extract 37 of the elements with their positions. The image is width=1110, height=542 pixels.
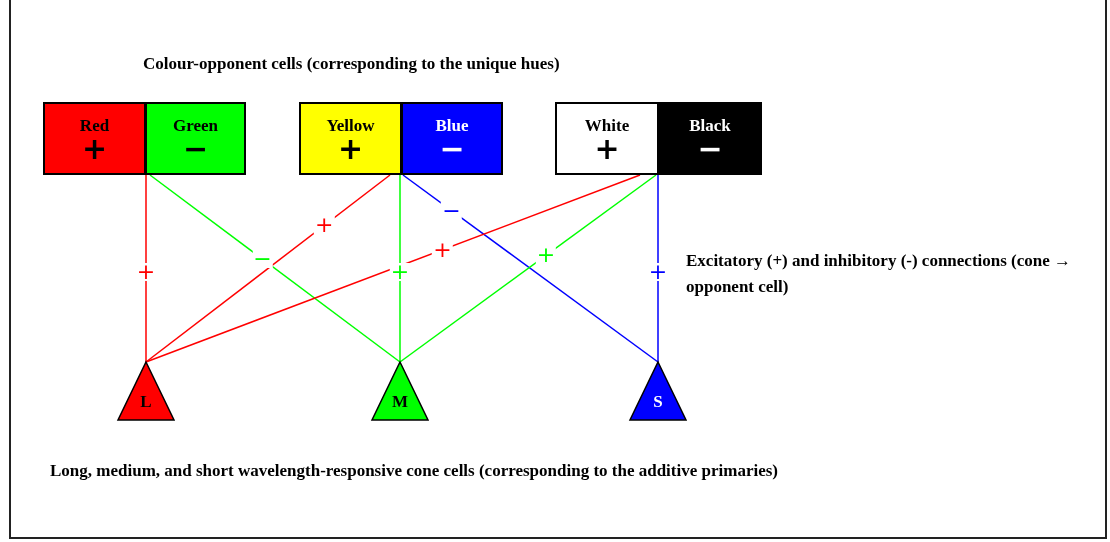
opponent-cell — [401, 102, 503, 175]
cone-triangle — [372, 362, 428, 420]
connection-line — [399, 174, 401, 363]
cone-label: M — [391, 392, 408, 412]
hue-label: Blue — [435, 115, 469, 136]
hue-label: Black — [689, 115, 731, 136]
edge-label: + — [389, 263, 411, 282]
connection-line — [145, 174, 147, 363]
cone-triangle — [118, 362, 174, 420]
edge-label: + — [535, 246, 557, 265]
opponent-cell — [555, 102, 659, 175]
opponent-cell — [299, 102, 402, 175]
opponent-cell — [43, 102, 146, 175]
sign-label: − — [697, 135, 723, 162]
hue-label: White — [584, 115, 630, 136]
sign-label: + — [594, 135, 620, 162]
sign-label: + — [337, 135, 364, 162]
sign-label: − — [182, 135, 209, 162]
sign-label: + — [81, 135, 108, 162]
opponent-cell — [658, 102, 762, 175]
cone-label: L — [140, 392, 152, 412]
hue-label: Yellow — [326, 115, 375, 136]
cone-label: S — [653, 392, 663, 412]
edge-label: − — [252, 250, 273, 269]
hue-label: Green — [173, 115, 218, 136]
title: Colour-opponent cells (corresponding to the unique hues) — [143, 54, 560, 74]
sign-label: − — [439, 135, 465, 162]
caption: Long, medium, and short wavelength-responsive cone cells (corresponding to the additive primaries) — [50, 461, 778, 481]
connection-line — [145, 174, 641, 363]
cone-triangle — [630, 362, 686, 420]
connection-line — [657, 174, 659, 363]
hue-label: Red — [79, 115, 110, 136]
edge-label: + — [432, 240, 453, 259]
edge-label: + — [313, 216, 335, 235]
note-text: Excitatory (+) and inhibitory (-) connections (cone → opponent cell) — [686, 250, 1073, 298]
opponent-cell — [145, 102, 246, 175]
edge-label: − — [441, 201, 462, 220]
